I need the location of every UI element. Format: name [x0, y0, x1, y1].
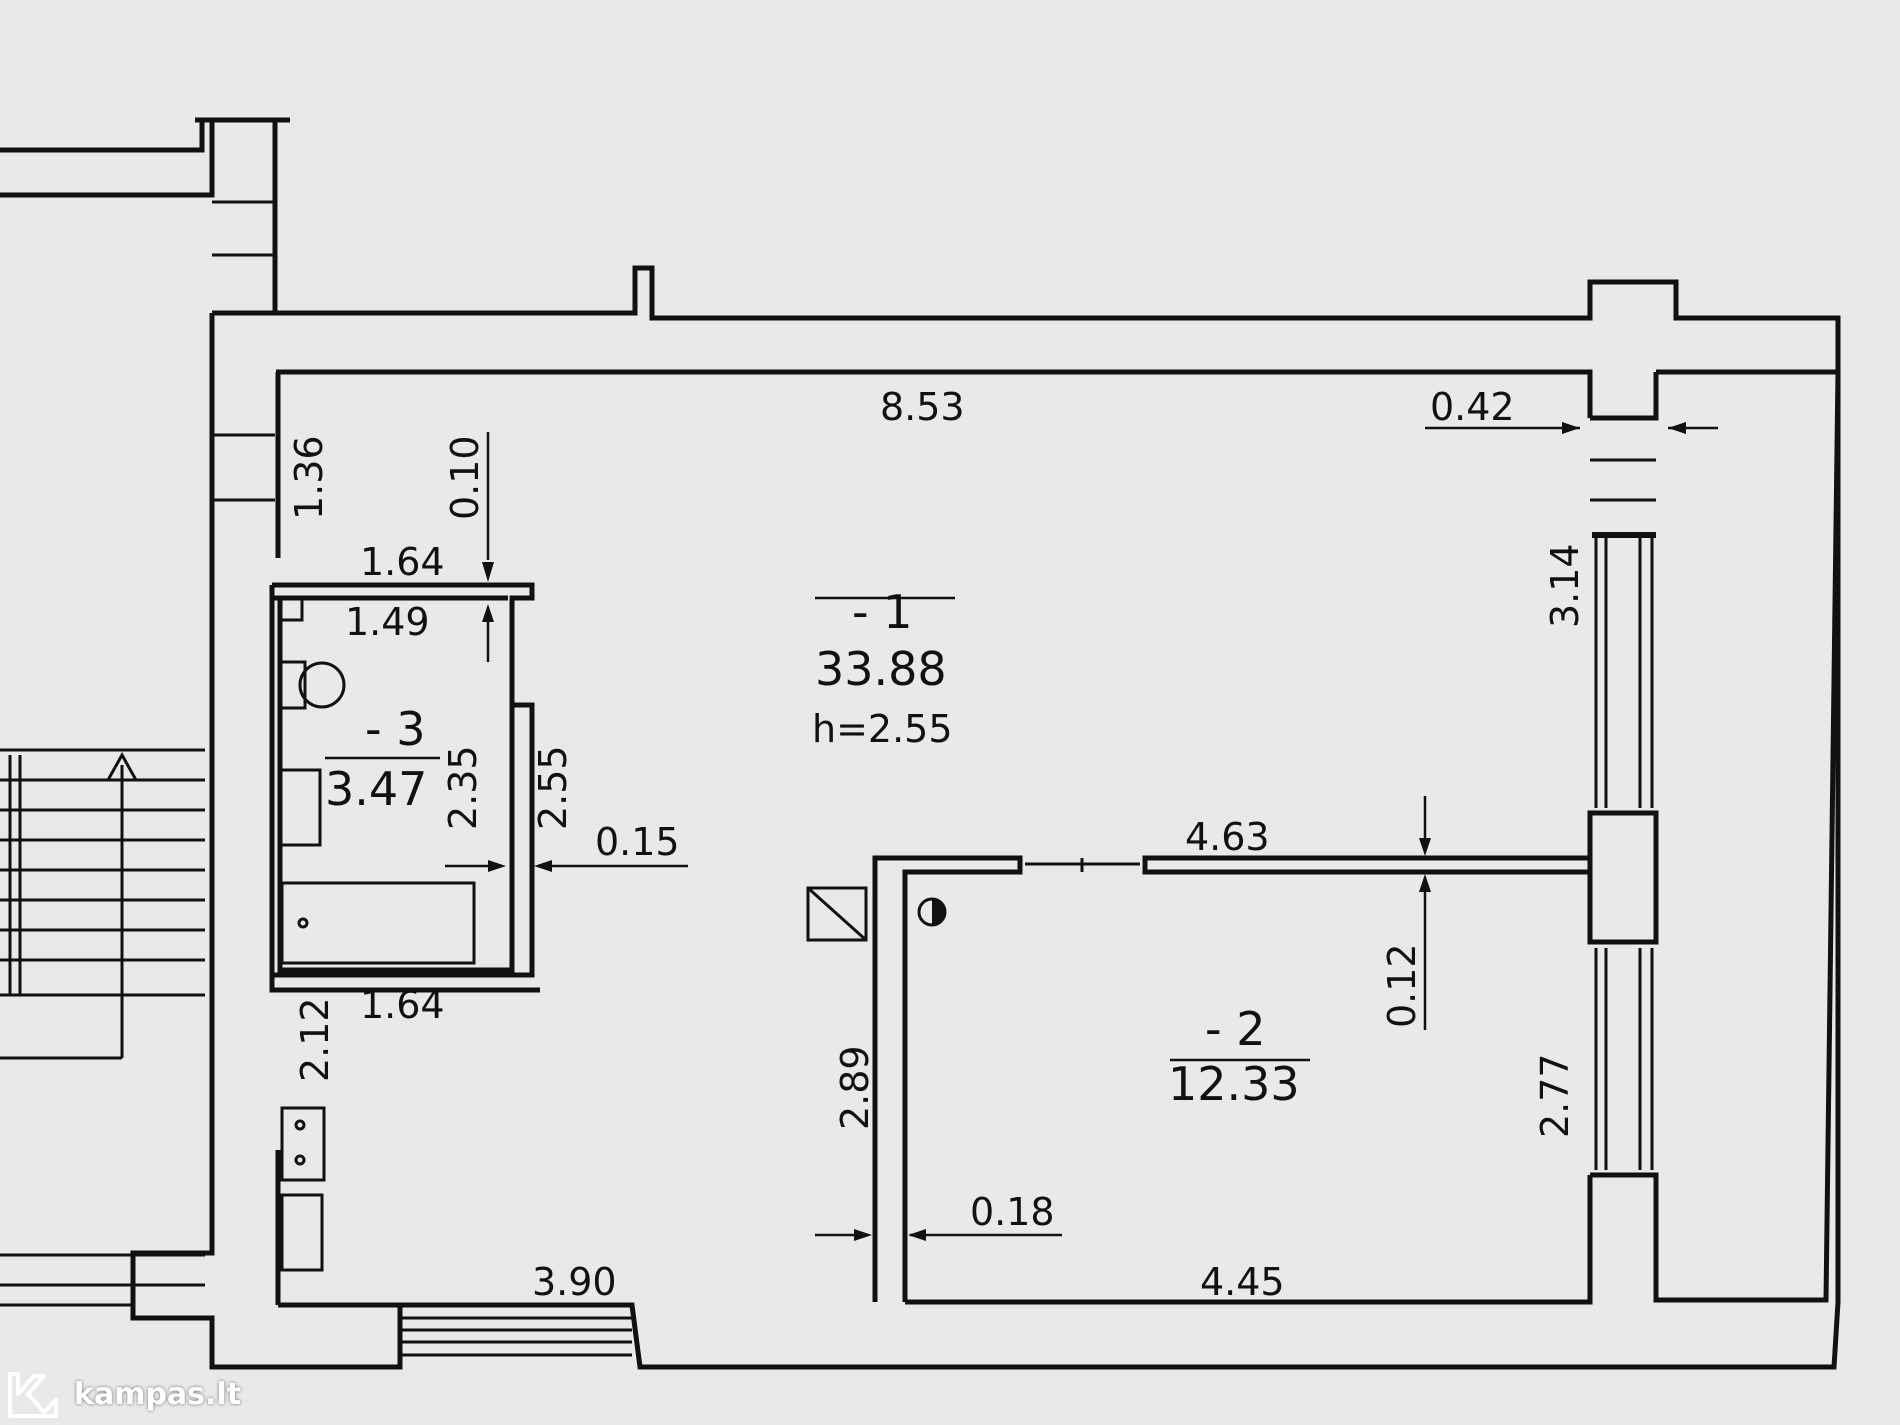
watermark-text: kampas.lt: [74, 1376, 242, 1412]
stove-burner-icon: [294, 1119, 306, 1131]
dim-bathroom-inner-height: 2.35: [441, 745, 485, 830]
room-labels: - 1 33.88 h=2.55 - 2 12.33 - 3 3.47: [325, 585, 1300, 1111]
right-pier: [1587, 810, 1659, 945]
corridor-openings: [212, 433, 275, 502]
room-3-area: 3.47: [325, 762, 427, 816]
toilet-tank-icon: [278, 660, 307, 710]
arrow-icon: [854, 1229, 872, 1241]
electrical-panel-diagonal: [806, 886, 868, 942]
shaft-icon: [278, 596, 304, 622]
door-room2: [1025, 858, 1140, 872]
dim-bottom-left: 3.90: [532, 1260, 617, 1304]
dim-bathroom-top-outer: 1.64: [360, 540, 445, 584]
arrow-icon: [1562, 422, 1580, 434]
dim-bathroom-gap: 0.10: [443, 435, 487, 520]
room-1-height: h=2.55: [812, 707, 953, 751]
gas-meter-fill: [932, 899, 945, 925]
toilet-bowl-icon: [298, 661, 346, 709]
dimension-arrows: [482, 422, 1686, 1241]
arrow-icon: [534, 860, 552, 872]
bathroom-bottom-wall: [269, 975, 540, 993]
upper-left-wall-inner: [0, 120, 215, 198]
room-1-number: - 1: [852, 585, 913, 639]
arrow-icon: [1419, 838, 1431, 856]
room-3-number: - 3: [365, 702, 426, 756]
room-1-area: 33.88: [815, 642, 947, 696]
window-right-upper: [1594, 535, 1654, 808]
hall-inner-wall: [276, 369, 1593, 418]
dimension-labels: 8.53 0.42 1.64 1.49 1.64 0.15 4.63 0.18 …: [287, 385, 1587, 1304]
room-2-number: - 2: [1205, 1002, 1266, 1056]
window-bottom: [400, 1316, 632, 1357]
room-2-area: 12.33: [1168, 1057, 1300, 1111]
stair-treads: [0, 748, 205, 1307]
dim-right-window: 3.14: [1543, 543, 1587, 628]
dim-window-wall: 0.42: [1430, 385, 1515, 429]
stairs: [0, 748, 205, 1307]
bathtub-icon: [280, 881, 476, 965]
window-right-top-lines: [1590, 458, 1656, 502]
arrow-icon: [488, 860, 506, 872]
dim-kitchen-height: 2.12: [293, 997, 337, 1082]
bathtub-drain-icon: [297, 917, 309, 929]
stair-rail: [8, 755, 22, 995]
kitchen-sink-icon: [280, 1193, 324, 1272]
stair-arrow-icon: [106, 751, 138, 1058]
right-wall-block: [1590, 369, 1841, 1303]
walls: [0, 117, 1841, 1370]
stove-icon: [280, 1106, 326, 1182]
stove-burner-icon: [294, 1154, 306, 1166]
outer-wall: [130, 265, 1841, 1370]
windows: [400, 458, 1656, 1357]
arrow-icon: [1668, 422, 1686, 434]
dim-left-corridor: 1.36: [287, 435, 331, 520]
dim-room2-right: 2.77: [1533, 1053, 1577, 1138]
upper-wall-openings: [212, 200, 275, 257]
dimension-lines: [325, 426, 1718, 1237]
electrical-panel-icon: [806, 886, 868, 942]
dim-bathroom-outer-height: 2.55: [531, 745, 575, 830]
arrow-icon: [482, 604, 494, 622]
watermark: kampas.lt: [6, 1368, 241, 1420]
dim-partition-height: 2.89: [833, 1045, 877, 1130]
dim-bathroom-wall-thickness: 0.15: [595, 820, 680, 864]
dim-room2-wall-thickness: 0.12: [1380, 943, 1424, 1028]
upper-left-wall-outer: [0, 120, 205, 153]
room2-bottom-wall: [905, 1175, 1593, 1305]
dim-room2-bottom: 4.45: [1200, 1260, 1285, 1304]
bathroom-outer: [272, 582, 535, 973]
dim-bathroom-bottom: 1.64: [360, 983, 445, 1027]
dim-bathroom-top-inner: 1.49: [345, 600, 430, 644]
bathroom-inner: [269, 585, 535, 978]
sink-icon: [278, 768, 322, 847]
dim-top-wall: 8.53: [880, 385, 965, 429]
arrow-icon: [482, 562, 494, 582]
dim-room2-top: 4.63: [1185, 815, 1270, 859]
dim-partition-thickness: 0.18: [970, 1190, 1055, 1234]
house-k-logo-icon: [8, 1372, 58, 1418]
fixtures: [278, 596, 947, 1272]
arrow-icon: [908, 1229, 926, 1241]
window-right-lower: [1594, 948, 1654, 1170]
partition-wall: [872, 855, 1023, 1302]
arrow-icon: [1419, 874, 1431, 892]
